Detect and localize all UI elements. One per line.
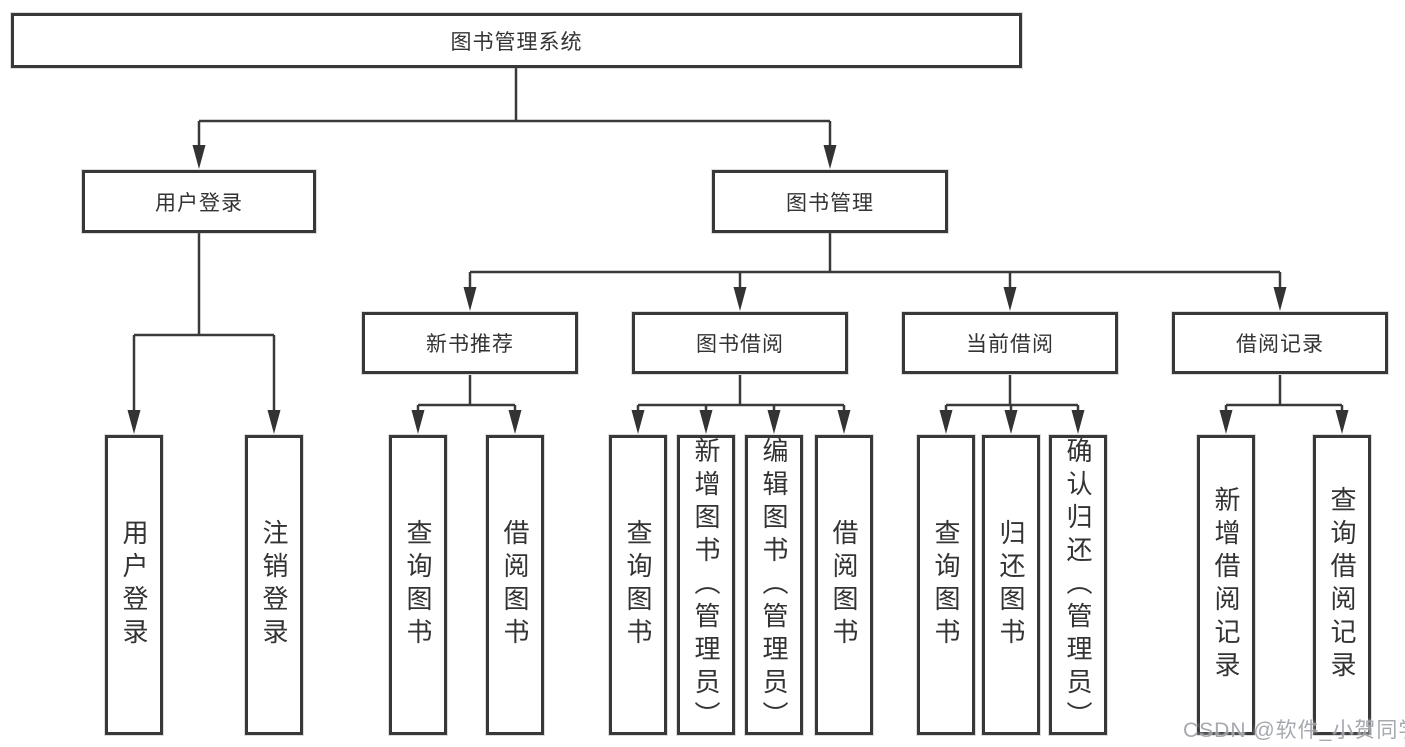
connector-lines xyxy=(132,68,1344,413)
leaf-borrow-books-newbook: 借阅图书 xyxy=(486,435,544,735)
node-book-management: 图书管理 xyxy=(712,170,948,233)
arrowhead xyxy=(463,287,477,311)
leaf-label: 新增图书（管理员） xyxy=(691,436,721,734)
leaf-label: 借阅图书 xyxy=(500,519,530,651)
arrowhead xyxy=(767,410,781,434)
connector-root-to-level2 xyxy=(197,68,832,148)
node-book-borrowing: 图书借阅 xyxy=(632,312,848,374)
leaf-confirm-return-admin: 确认归还（管理员） xyxy=(1049,435,1107,735)
leaf-label: 查询借阅记录 xyxy=(1327,486,1357,684)
arrowhead xyxy=(1273,287,1287,311)
connector-newbook-to-leaves xyxy=(416,375,517,413)
leaf-edit-books-admin: 编辑图书（管理员） xyxy=(745,435,803,735)
arrowhead xyxy=(192,145,206,169)
csdn-watermark: CSDN @软件_小贺同学 xyxy=(1183,719,1405,742)
node-borrowing-records: 借阅记录 xyxy=(1172,312,1388,374)
leaf-query-books-current: 查询图书 xyxy=(917,435,975,735)
arrowhead xyxy=(267,410,281,434)
leaf-add-books-admin: 新增图书（管理员） xyxy=(677,435,735,735)
arrowhead xyxy=(823,145,837,169)
connector-records-to-leaves xyxy=(1224,375,1344,413)
leaf-label: 注销登录 xyxy=(259,519,289,651)
arrowhead xyxy=(127,410,141,434)
leaf-label: 用户登录 xyxy=(119,519,149,651)
node-user-login: 用户登录 xyxy=(82,170,316,233)
leaf-label: 确认归还（管理员） xyxy=(1063,436,1093,734)
connector-bookmgmt-to-level3 xyxy=(468,233,1282,291)
arrowhead xyxy=(1071,410,1085,434)
arrowhead xyxy=(939,410,953,434)
leaf-label: 编辑图书（管理员） xyxy=(759,436,789,734)
leaf-query-books-newbook: 查询图书 xyxy=(389,435,447,735)
arrowheads xyxy=(127,145,1349,434)
leaf-query-borrow-record: 查询借阅记录 xyxy=(1313,435,1371,735)
leaf-label: 归还图书 xyxy=(996,519,1026,651)
arrowhead xyxy=(508,410,522,434)
leaf-label: 查询图书 xyxy=(623,519,653,651)
leaf-label: 查询图书 xyxy=(403,519,433,651)
leaf-borrow-books-borrow: 借阅图书 xyxy=(815,435,873,735)
connector-current-to-leaves xyxy=(944,375,1080,413)
arrowhead xyxy=(1003,287,1017,311)
leaf-user-login: 用户登录 xyxy=(105,435,163,735)
node-current-borrowing: 当前借阅 xyxy=(902,312,1118,374)
arrowhead xyxy=(411,410,425,434)
connector-borrow-to-leaves xyxy=(636,375,846,413)
arrowhead xyxy=(631,410,645,434)
connector-userlogin-to-leaves xyxy=(132,233,276,413)
leaf-logout: 注销登录 xyxy=(245,435,303,735)
leaf-add-borrow-record: 新增借阅记录 xyxy=(1197,435,1255,735)
leaf-query-books-borrow: 查询图书 xyxy=(609,435,667,735)
arrowhead xyxy=(1219,410,1233,434)
node-root-system: 图书管理系统 xyxy=(11,13,1022,68)
arrowhead xyxy=(837,410,851,434)
arrowhead xyxy=(733,287,747,311)
arrowhead xyxy=(1335,410,1349,434)
leaf-label: 查询图书 xyxy=(931,519,961,651)
node-new-book-recommend: 新书推荐 xyxy=(362,312,578,374)
leaf-label: 新增借阅记录 xyxy=(1211,486,1241,684)
leaf-label: 借阅图书 xyxy=(829,519,859,651)
arrowhead xyxy=(1004,410,1018,434)
leaf-return-books: 归还图书 xyxy=(982,435,1040,735)
arrowhead xyxy=(699,410,713,434)
